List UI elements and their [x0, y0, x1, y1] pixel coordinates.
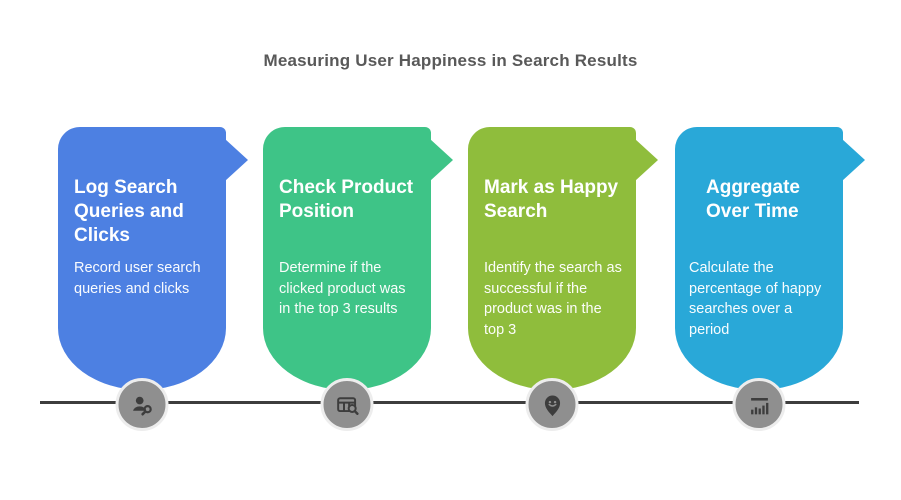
card-arrow-tail: [635, 139, 658, 181]
step-title: Mark as Happy Search: [484, 177, 619, 222]
step-description: Determine if the clicked product was in …: [279, 260, 406, 317]
card-arrow-tail: [430, 139, 453, 181]
page-title: Measuring User Happiness in Search Resul…: [263, 51, 638, 70]
step-description: Record user search queries and clicks: [74, 260, 201, 297]
step-description: Identify the search as successful if the…: [484, 260, 622, 338]
step-icon-badge: [732, 378, 786, 431]
step-card-check-position: Check Product Position Determine if the …: [263, 127, 453, 431]
step-card-aggregate: Aggregate Over Time Calculate the percen…: [675, 127, 865, 431]
step-icon-badge: [525, 378, 579, 431]
person-click-icon: [128, 391, 156, 419]
step-title: Check Product Position: [279, 177, 414, 222]
step-card-log-search: Log Search Queries and Clicks Record use…: [58, 127, 248, 431]
card-arrow-tail: [842, 139, 865, 181]
step-title: Log Search Queries and Clicks: [74, 177, 184, 246]
card-arrow-tail: [225, 139, 248, 181]
step-card-mark-happy: Mark as Happy Search Identify the search…: [468, 127, 658, 431]
step-icon-badge: [320, 378, 374, 431]
table-search-icon: [333, 391, 361, 419]
happy-face-pin-icon: [538, 391, 566, 419]
timeline-axis: [40, 401, 859, 404]
step-icon-badge: [115, 378, 169, 431]
step-title: Aggregate Over Time: [706, 177, 800, 222]
bar-chart-icon: [745, 391, 773, 419]
step-description: Calculate the percentage of happy search…: [689, 260, 822, 338]
